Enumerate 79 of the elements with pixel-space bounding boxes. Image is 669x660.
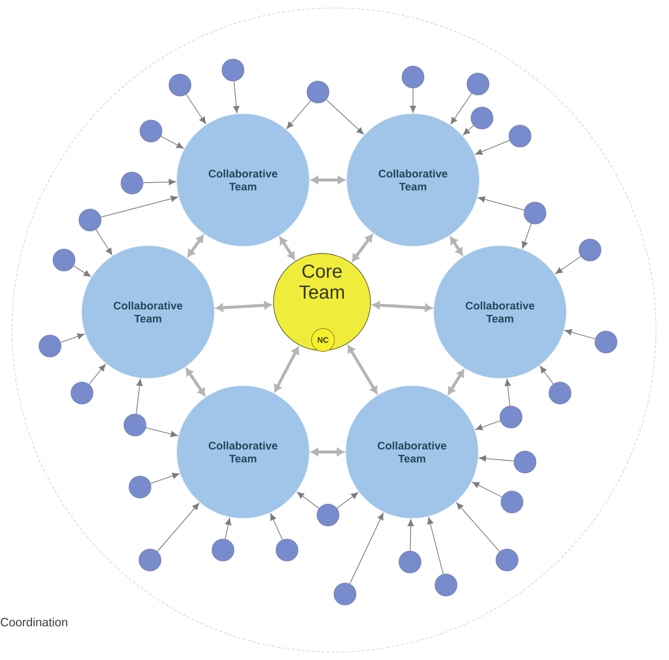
arrow <box>479 455 514 462</box>
member-dot <box>316 504 340 526</box>
double-arrow <box>448 369 464 395</box>
member-dot <box>500 406 522 428</box>
member-dot <box>594 330 618 354</box>
arrow <box>349 512 384 584</box>
arrow <box>96 229 112 256</box>
arrow <box>224 518 232 540</box>
arrow <box>270 513 283 540</box>
member-dot <box>434 574 458 596</box>
double-arrow <box>274 346 300 392</box>
arrow <box>555 256 582 274</box>
arrow <box>408 519 414 552</box>
member-dot <box>398 550 422 574</box>
member-dot <box>70 382 94 404</box>
member-dot <box>128 476 152 498</box>
member-dot <box>306 80 330 104</box>
arrow <box>522 223 532 249</box>
arrow <box>233 80 240 113</box>
double-arrow <box>280 236 295 260</box>
arrow <box>475 420 501 430</box>
member-dot <box>500 490 524 514</box>
arrow <box>326 99 364 134</box>
arrow <box>564 329 596 340</box>
arrow <box>100 196 178 218</box>
arrow <box>456 502 500 552</box>
member-dot <box>524 202 546 224</box>
arrow <box>410 88 416 113</box>
member-dot <box>124 414 146 436</box>
arrow <box>146 427 178 438</box>
double-arrow <box>352 234 373 262</box>
arrow <box>472 482 502 498</box>
member-dot <box>508 124 532 148</box>
arrow <box>540 366 554 384</box>
member-dot <box>402 66 424 88</box>
member-dot <box>52 248 76 272</box>
member-dot <box>168 74 192 96</box>
arrow <box>156 502 200 552</box>
arrow <box>427 517 444 574</box>
arrow <box>150 472 180 484</box>
double-arrow <box>310 448 344 456</box>
arrow <box>504 378 511 406</box>
arrow <box>60 333 84 343</box>
double-arrow <box>372 301 432 312</box>
member-dot <box>212 538 234 562</box>
member-dot <box>334 582 356 606</box>
caption-text: Coordination <box>0 618 68 626</box>
arrow <box>142 178 176 186</box>
double-arrow <box>187 234 204 258</box>
arrow <box>450 92 472 124</box>
arrow <box>136 378 143 414</box>
member-dot <box>38 334 62 358</box>
member-dot <box>470 106 494 130</box>
member-dot <box>548 382 572 404</box>
double-arrow <box>450 236 464 256</box>
member-dot <box>466 72 490 96</box>
member-dot <box>276 538 298 562</box>
arrow <box>73 266 91 277</box>
member-dot <box>222 58 244 82</box>
arrow <box>478 196 524 210</box>
double-arrow <box>310 176 346 184</box>
double-arrow <box>348 345 378 394</box>
double-arrow <box>186 368 206 396</box>
double-arrow <box>216 301 272 312</box>
member-dot <box>496 548 518 572</box>
arrow <box>160 136 184 149</box>
member-dot <box>514 450 536 474</box>
arrow <box>475 140 510 155</box>
member-dot <box>578 238 602 262</box>
arrow <box>186 94 206 124</box>
arrow <box>88 364 106 385</box>
member-dot <box>140 120 162 142</box>
arrow <box>286 100 312 129</box>
arrow <box>462 125 474 136</box>
arrow <box>296 492 320 509</box>
member-dot <box>138 548 162 572</box>
member-dot <box>120 172 144 194</box>
arrow <box>336 492 358 509</box>
member-dot <box>78 208 102 232</box>
